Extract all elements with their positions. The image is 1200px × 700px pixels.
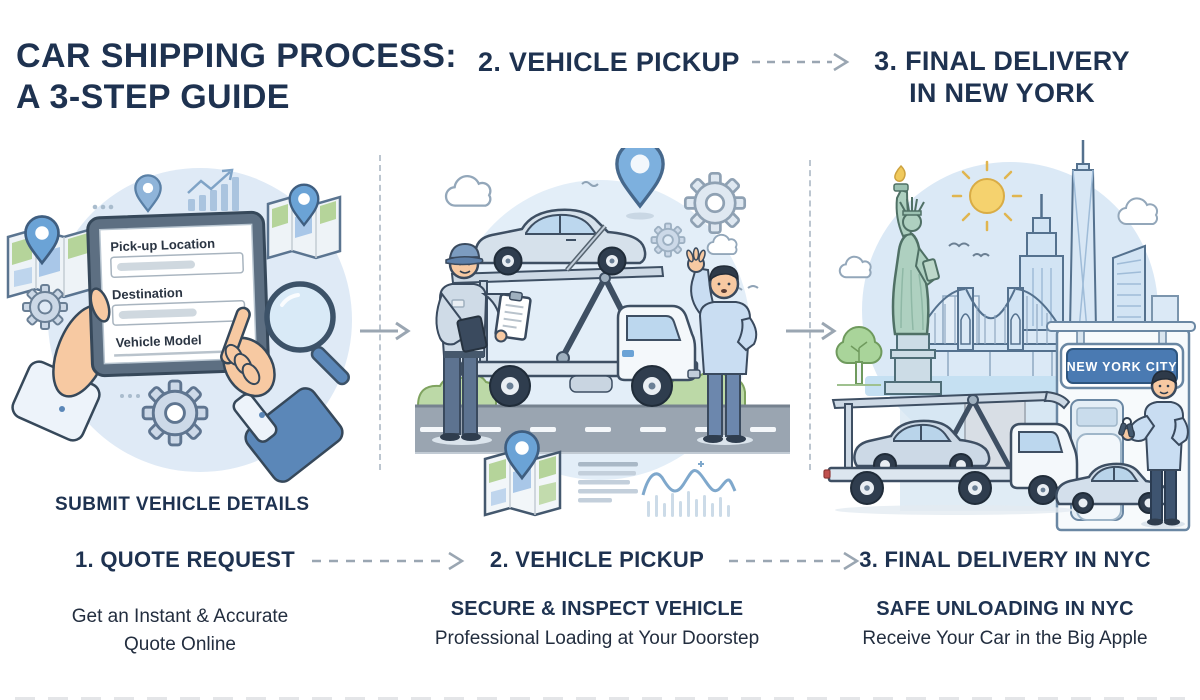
panel-divider-2 [809,160,811,470]
cloud-icon-right [1117,197,1159,225]
form-field3-underline [114,349,247,357]
step1-description-line2: Quote Online [124,634,236,655]
bottom-dashed-arrow-icon-2 [729,551,860,571]
step1-pretitle: SUBMIT VEHICLE DETAILS [55,494,310,515]
right-hand-pointing [220,306,344,483]
squiggle-decoration [581,181,599,187]
map-pin-icon-right [266,183,342,260]
text-lines-icon [578,462,638,503]
customer-with-keys [1118,370,1189,528]
car-carrier-truck [450,265,701,407]
top-step3-header: 3. FINAL DELIVERY IN NEW YORK [852,45,1152,109]
panel1-illustration: Pick-up Location Destination Vehicle Mod… [6,168,352,483]
location-pin-icon [615,148,665,209]
step1-label: 1. QUOTE REQUEST [75,547,295,572]
customer-figure-waving [686,247,758,445]
top-step3-header-line2: IN NEW YORK [909,78,1095,108]
torch-flame [894,164,906,182]
cropped-bottom-text [15,697,1185,700]
panel-divider-1 [379,155,381,470]
clipboard [494,290,532,341]
delivery-truck [823,390,1079,515]
divider-arrow-icon-2 [786,321,837,341]
growth-chart-icon [187,168,239,211]
page-title-line2: A 3-STEP GUIDE [16,78,290,116]
form-field3-label: Vehicle Model [115,332,201,350]
page-title: CAR SHIPPING PROCESS: A 3-STEP GUIDE [16,36,457,118]
map-icon-bottom [483,430,562,517]
cloud-icon [838,255,872,279]
sun-icon [951,160,1023,232]
step3-label: 3. FINAL DELIVERY IN NYC [859,547,1151,572]
gear-icon-bottom [141,379,209,447]
tree-icon [835,325,883,386]
statue-of-liberty [884,164,942,395]
pin-shadow [626,212,654,220]
step3-description: Receive Your Car in the Big Apple [862,628,1148,649]
divider-arrow-icon-1 [360,321,411,341]
dots-decoration-icon [92,204,140,398]
bottom-dashed-arrow-icon-1 [312,551,465,571]
magnifier-icon [264,281,350,386]
top-dashed-arrow-icon [752,52,850,72]
form-field1-label: Pick-up Location [110,236,215,255]
top-step3-header-line1: 3. FINAL DELIVERY [874,46,1130,76]
step3-subtitle: SAFE UNLOADING IN NYC [876,598,1134,620]
car-keys [1118,417,1135,438]
gear-icon-large [683,171,747,235]
location-pin-icon [134,174,162,213]
wave-chart-icon [641,461,737,517]
sedan-on-truck [474,208,647,276]
top-step2-header: 2. VEHICLE PICKUP [478,47,740,77]
panel3-illustration: NEW YORK CITY [823,140,1196,532]
nyc-signboard: NEW YORK CITY [1059,342,1185,390]
step1-description-line1: Get an Instant & Accurate [71,606,289,627]
birds-icon [948,242,990,258]
page-title-line1: CAR SHIPPING PROCESS: [16,37,458,75]
panel2-illustration [415,148,790,517]
step1-description: Get an Instant & Accurate Quote Online [20,603,340,659]
driver-figure [432,242,532,445]
step2-subtitle: SECURE & INSPECT VEHICLE [450,598,744,620]
gear-icon-left [22,284,68,330]
left-thumb [89,287,111,323]
nyc-sign-text: NEW YORK CITY [1067,360,1178,374]
form-field2-label: Destination [112,285,183,302]
step2-description: Professional Loading at Your Doorstep [434,628,760,649]
one-wtc-tower [1068,140,1098,331]
step2-label: 2. VEHICLE PICKUP [489,547,705,572]
office-tower [1112,244,1146,331]
gear-icon-small [650,222,686,258]
cloud-icon [444,175,492,207]
quote-form-tablet: Pick-up Location Destination Vehicle Mod… [86,210,270,378]
cloud-icon-small [706,233,738,255]
